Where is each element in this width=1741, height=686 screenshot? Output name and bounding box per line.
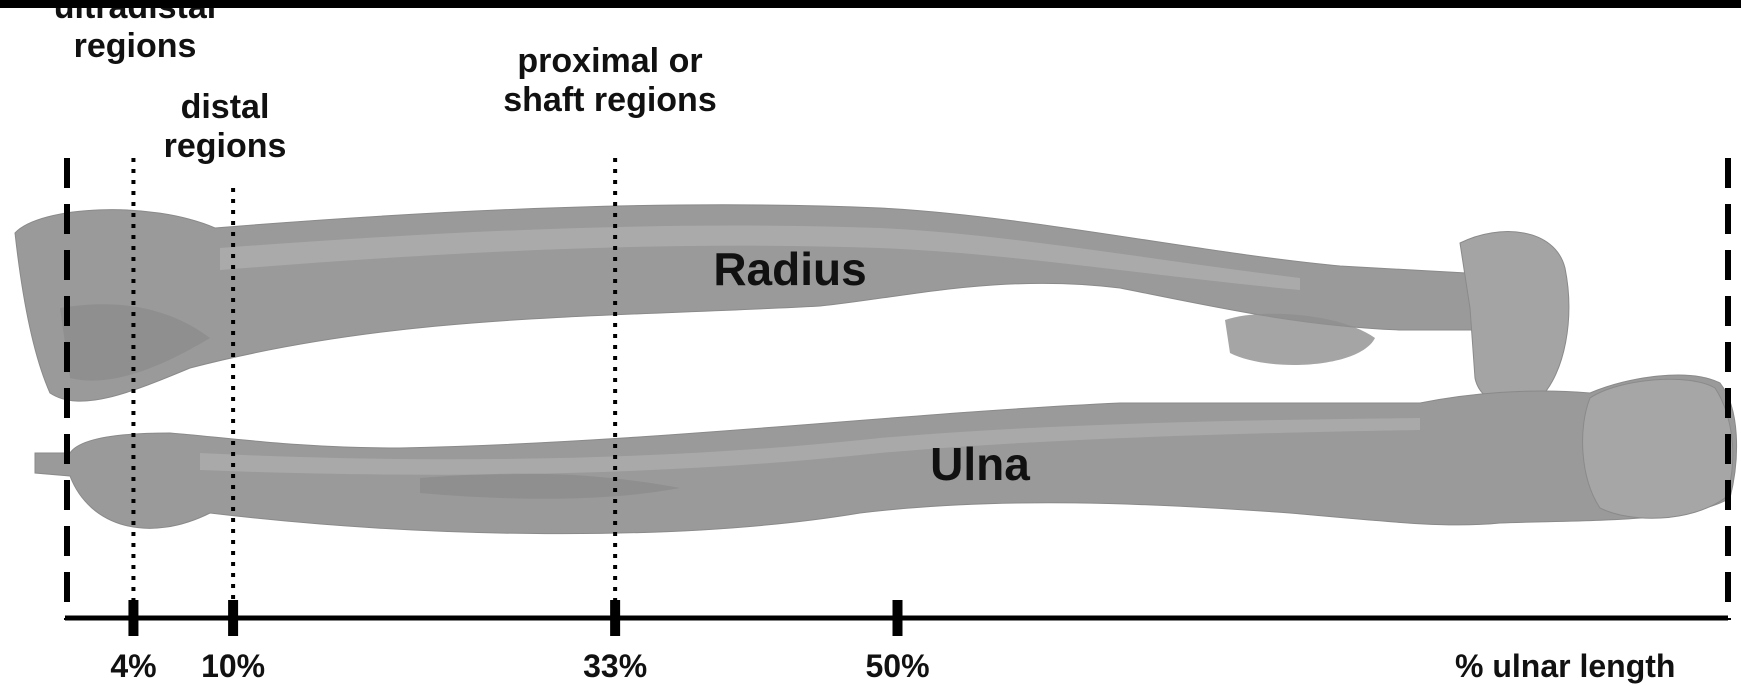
ulna-bone bbox=[35, 375, 1737, 534]
ultradistal-line2: regions bbox=[30, 27, 240, 66]
distal-regions-label: distal regions bbox=[140, 88, 310, 166]
proximal-line1: proximal or bbox=[480, 42, 740, 81]
distal-line2: regions bbox=[140, 127, 310, 166]
ultradistal-line1: ultradistal bbox=[30, 8, 240, 27]
tick-label-4: 4% bbox=[83, 648, 183, 685]
axis-title: % ulnar length bbox=[1455, 648, 1675, 685]
proximal-line2: shaft regions bbox=[480, 81, 740, 120]
ulna-shaft bbox=[35, 375, 1737, 534]
ulna-olecranon bbox=[1583, 379, 1733, 518]
radius-bone bbox=[15, 205, 1569, 405]
tick-label-10: 10% bbox=[183, 648, 283, 685]
radius-label: Radius bbox=[700, 243, 880, 296]
tick-label-50: 50% bbox=[848, 648, 948, 685]
distal-line1: distal bbox=[140, 88, 310, 127]
ulna-label: Ulna bbox=[910, 438, 1050, 491]
ultradistal-regions-label: ultradistal regions bbox=[30, 8, 240, 66]
radius-head bbox=[1460, 232, 1569, 405]
diagram-panel: ultradistal regions distal regions proxi… bbox=[0, 8, 1741, 686]
proximal-regions-label: proximal or shaft regions bbox=[480, 42, 740, 120]
tick-label-33: 33% bbox=[565, 648, 665, 685]
